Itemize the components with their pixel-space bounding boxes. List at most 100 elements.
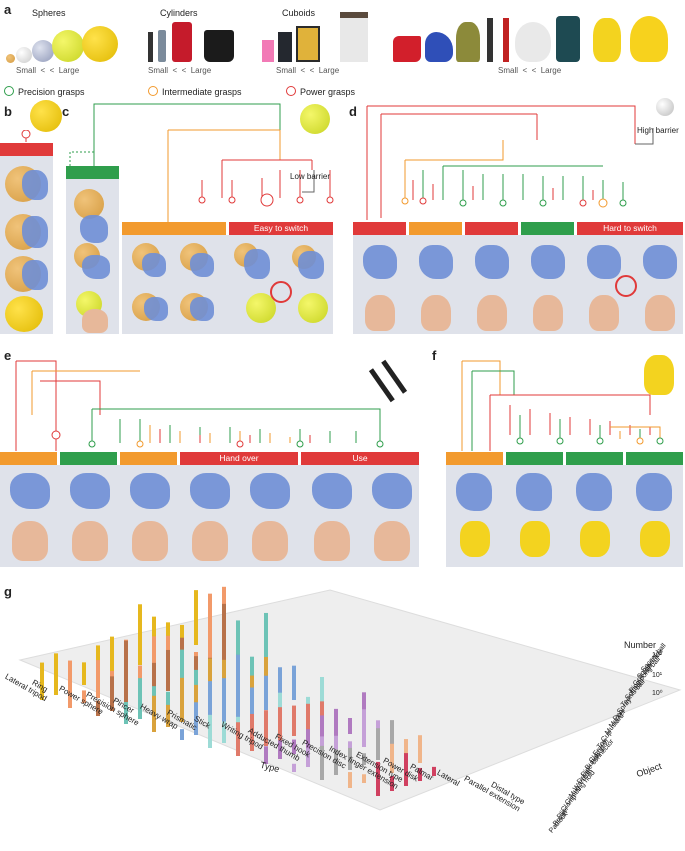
object-vase-f	[644, 355, 674, 395]
panel-label-f: f	[432, 348, 437, 363]
human-hand-e6	[314, 521, 350, 561]
chart-g-bar	[334, 735, 338, 757]
human-hand-d5	[589, 295, 619, 331]
object-pingpong-ball-d	[656, 98, 674, 116]
bar-e-precision	[60, 452, 117, 465]
chart-g-bar	[264, 612, 268, 674]
hand-e1	[10, 473, 50, 509]
hand-d5	[587, 245, 621, 279]
chart-g-bar	[236, 722, 240, 756]
chart-g-bar	[152, 662, 156, 696]
chart-g-bar	[40, 662, 44, 700]
hand-f2	[516, 473, 552, 511]
legend-intermediate-marker	[148, 86, 158, 96]
human-grasp-f3	[580, 521, 610, 557]
group-label-spheres: Spheres	[32, 8, 66, 18]
object-climbing-hold	[393, 36, 421, 62]
chart-g-bar	[236, 620, 240, 684]
chart-g-bar	[264, 710, 268, 746]
bar-e-intermediate-1	[0, 452, 57, 465]
object-stapler	[278, 32, 292, 62]
panel-label-g: g	[4, 584, 12, 599]
hand-c6	[144, 297, 168, 321]
cells-e	[0, 465, 419, 567]
panel-label-c: c	[62, 104, 70, 119]
bar-f-precision-2	[566, 452, 623, 465]
tree-f	[461, 360, 664, 451]
bar-d-precision	[521, 222, 574, 235]
object-statue	[456, 22, 480, 62]
chart-g-bar	[320, 701, 324, 726]
chart-g-bar	[390, 743, 394, 773]
chart-g-bar	[124, 702, 128, 724]
bar-d-power-2	[465, 222, 518, 235]
bar-e-hand-over: Hand over	[180, 452, 298, 465]
chart-g-bar	[194, 590, 198, 645]
chart-g-bar	[250, 713, 254, 751]
chart-g-floor	[18, 589, 682, 811]
hand-c7	[190, 297, 214, 321]
object-pen	[148, 32, 153, 62]
chart-g-bar	[138, 604, 142, 665]
chart-g-bar	[208, 593, 212, 658]
human-hand-c	[82, 309, 108, 333]
chart-g-bar	[362, 709, 366, 747]
chart-g-bar	[362, 774, 366, 783]
object-pipe-connector	[556, 16, 580, 62]
chart-g-bar	[236, 654, 240, 720]
hand-c5	[190, 253, 214, 277]
object-tennis-ball-c	[300, 104, 330, 134]
object-marble	[6, 54, 15, 63]
hand-b2	[22, 216, 48, 248]
chart-g-bar	[264, 675, 268, 710]
chart-g-bar	[334, 749, 338, 775]
hand-d2	[419, 245, 453, 279]
human-hand-e1	[12, 521, 48, 561]
chart-g-bar	[96, 660, 100, 698]
hand-e3	[130, 473, 170, 509]
label-low-barrier: Low barrier	[290, 172, 331, 181]
chart-g-bar	[82, 662, 86, 685]
chart-g-bar	[110, 676, 114, 711]
hand-d4	[531, 245, 565, 279]
chart-g-bar	[362, 753, 366, 765]
bar-d-intermediate	[409, 222, 462, 235]
bar-e-intermediate-2	[120, 452, 177, 465]
chart-g-bar	[306, 729, 310, 749]
cells-f	[446, 465, 683, 567]
chart-g-bar	[194, 656, 198, 681]
tree-d	[366, 105, 654, 220]
bar-b-power	[0, 143, 53, 156]
panel-label-a: a	[4, 2, 12, 17]
hand-d6	[643, 245, 677, 279]
chart-g-bar	[208, 681, 212, 730]
bar-e-use: Use	[301, 452, 419, 465]
chart-g-bar	[138, 665, 142, 683]
human-hand-d3	[477, 295, 507, 331]
chart-g-bar	[418, 767, 422, 781]
chart-g-bar	[404, 753, 408, 786]
chart-g-bar	[138, 678, 142, 719]
chart-g-bar	[292, 665, 296, 700]
hand-c9	[298, 251, 324, 279]
human-hand-e5	[252, 521, 288, 561]
chart-g-bar	[124, 640, 128, 706]
chart-g-bar	[320, 677, 324, 708]
bar-d-power-3: Hard to switch	[577, 222, 683, 235]
object-soccer-ball-b	[30, 100, 62, 132]
sphere-scale: Small < < Large	[16, 66, 80, 75]
chart-g-bar	[152, 695, 156, 732]
chart-g-bar	[82, 690, 86, 703]
hand-f3	[576, 473, 612, 511]
human-hand-d1	[365, 295, 395, 331]
chart-g-bar	[166, 691, 170, 709]
no-switch-icon	[615, 275, 637, 297]
irregular-scale: Small < < Large	[498, 66, 562, 75]
grasp-c11	[298, 293, 328, 323]
object-pingpong-ball	[16, 47, 32, 63]
chart-g-bar	[152, 636, 156, 678]
bar-f-intermediate	[446, 452, 503, 465]
object-toy-duck	[630, 16, 668, 62]
bar-c-power: Easy to switch	[229, 222, 333, 235]
cells-c2	[122, 235, 333, 334]
